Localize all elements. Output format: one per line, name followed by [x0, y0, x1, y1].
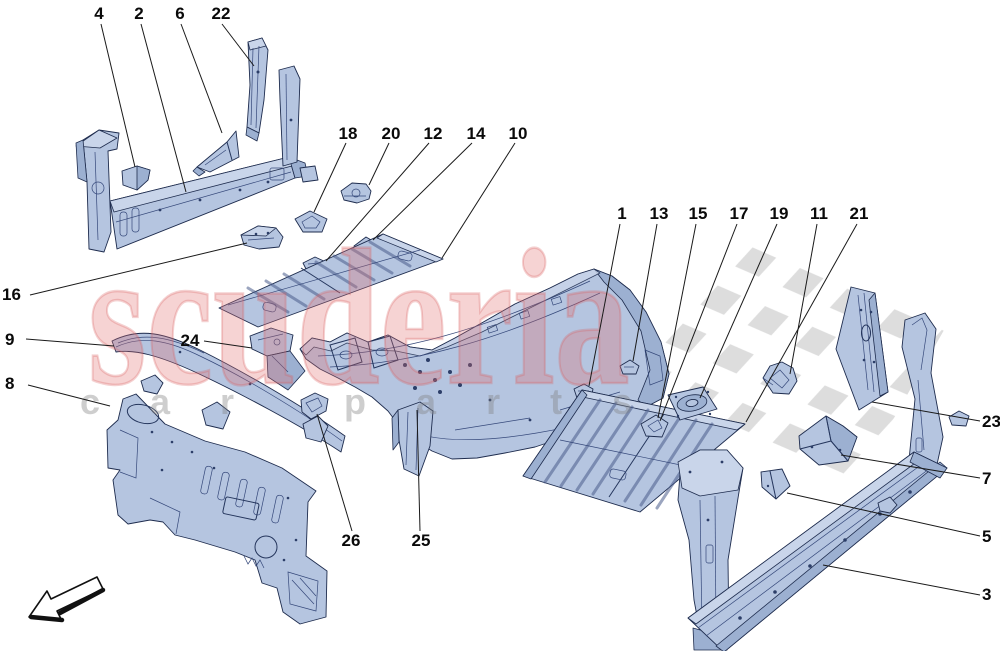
part-13-bracket	[619, 359, 640, 375]
callout-6: 6	[175, 4, 184, 23]
watermark-subtitle-text: car parts	[80, 381, 682, 422]
part-18-bracket	[294, 210, 328, 233]
part-8-firewall	[106, 393, 328, 625]
callout-24: 24	[181, 331, 200, 350]
part-16-bracket	[240, 225, 284, 250]
part-25-side-wall	[391, 401, 434, 477]
callout-25: 25	[412, 531, 431, 550]
part-11-bracket	[762, 361, 798, 395]
part-10-front-floor-panel	[218, 233, 444, 328]
callout-22: 22	[212, 4, 231, 23]
rear-floor-panel	[522, 389, 746, 513]
callout-13: 13	[650, 204, 669, 223]
watermark-brand-text: scuderia	[88, 209, 630, 425]
callout-2: 2	[134, 4, 143, 23]
part-20-bracket	[340, 182, 372, 204]
part-24-bracket	[249, 327, 306, 391]
part-22-pillar	[245, 37, 269, 142]
callout-11: 11	[810, 204, 828, 223]
part-5-bracket	[760, 468, 791, 500]
callout-18: 18	[339, 124, 358, 143]
callout-21: 21	[850, 204, 869, 223]
callout-9: 9	[5, 330, 14, 349]
callout-19: 19	[770, 204, 789, 223]
part-6-gusset	[192, 130, 240, 177]
callout-20: 20	[382, 124, 401, 143]
callout-3: 3	[982, 585, 991, 604]
part-4-bracket	[121, 165, 151, 191]
part-3-side-member	[677, 449, 948, 651]
callout-17: 17	[730, 204, 749, 223]
callout-8: 8	[5, 374, 14, 393]
part-23-reinforcement	[835, 286, 889, 411]
direction-arrow-icon	[28, 576, 106, 623]
callout-23: 23	[982, 412, 1000, 431]
callout-26: 26	[342, 531, 361, 550]
part-15-bracket	[640, 414, 669, 438]
callout-labels: 4 2 6 22 18 20 12 14 10 1 13 15 17 19 11…	[2, 4, 1000, 604]
callout-7: 7	[982, 469, 991, 488]
callout-4: 4	[94, 4, 104, 23]
callout-10: 10	[509, 124, 528, 143]
callout-5: 5	[982, 527, 991, 546]
sill-end-bracket	[948, 410, 970, 427]
leader-lines	[25, 23, 981, 596]
part-26-bracket	[300, 392, 329, 420]
part-2-rear-frame	[75, 65, 319, 253]
callout-16: 16	[2, 285, 21, 304]
callout-1: 1	[617, 204, 626, 223]
part-9-scuttle-rail	[111, 332, 346, 453]
callout-15: 15	[689, 204, 708, 223]
callout-12: 12	[424, 124, 443, 143]
watermark: scuderia car parts	[80, 208, 682, 427]
callout-14: 14	[467, 124, 486, 143]
part-19-mount	[667, 386, 718, 421]
part-7-bracket	[798, 415, 858, 466]
